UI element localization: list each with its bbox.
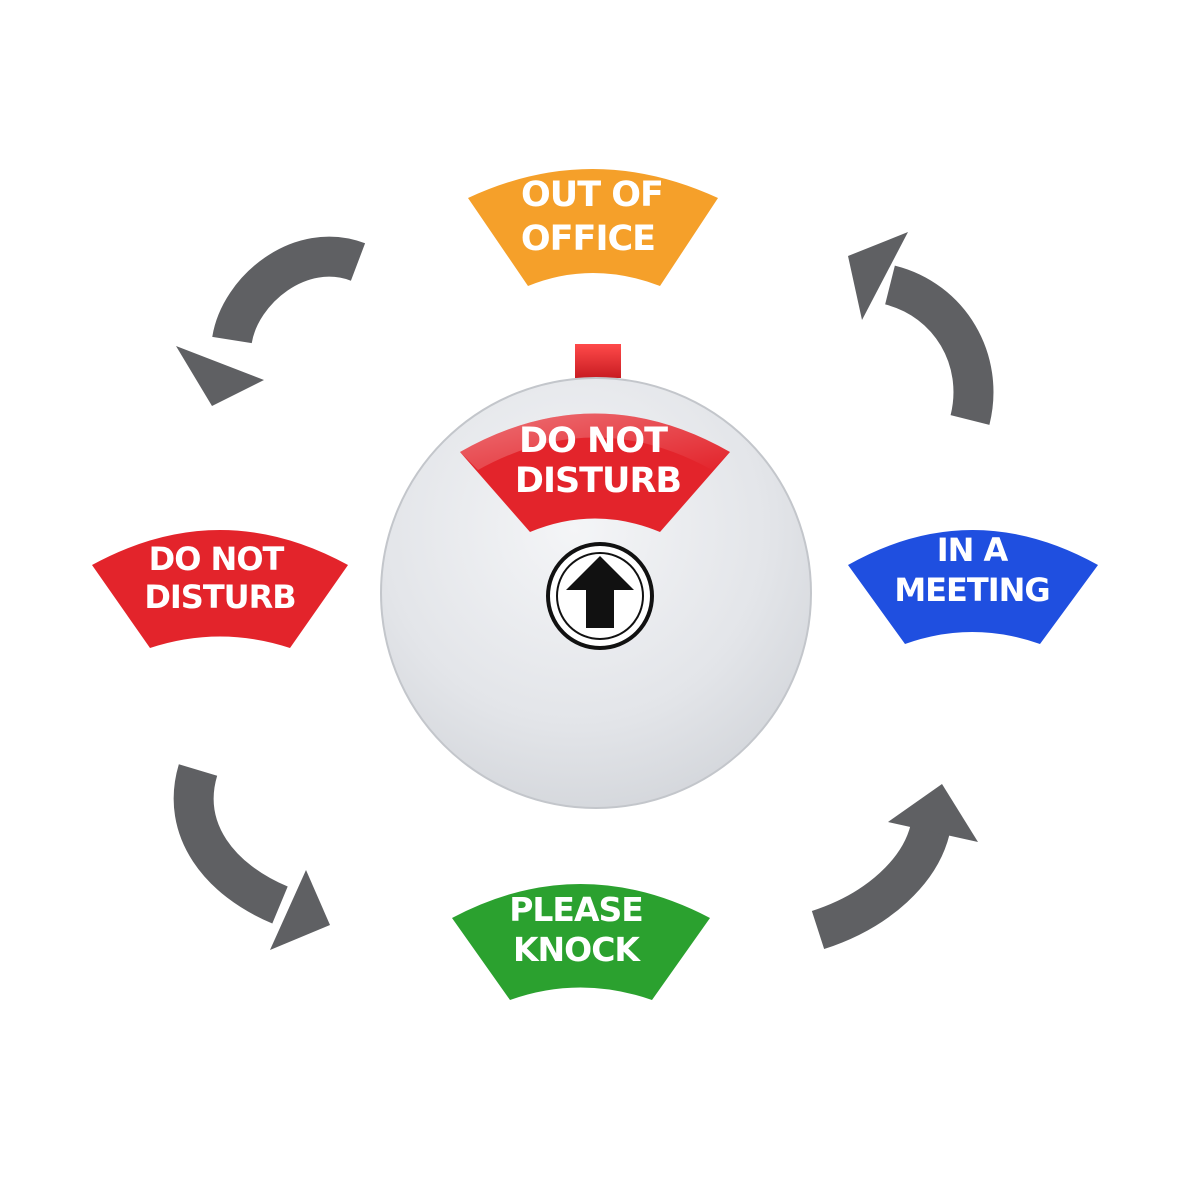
curved-arrow-icon <box>173 764 330 950</box>
status-dial[interactable]: DO NOT DISTURB <box>380 344 812 809</box>
status-label-please-knock: PLEASE KNOCK <box>452 884 710 1000</box>
label-line-1: DO NOT <box>149 540 285 578</box>
label-line-2: OFFICE <box>521 219 655 259</box>
curved-arrow-icon <box>176 236 366 406</box>
label-line-1: IN A <box>937 531 1009 569</box>
status-label-in-a-meeting: IN A MEETING <box>848 530 1098 644</box>
status-label-do-not-disturb: DO NOT DISTURB <box>92 530 348 648</box>
curved-arrow-icon <box>811 784 978 950</box>
label-line-1: PLEASE <box>509 890 643 929</box>
curved-arrow-icon <box>848 232 994 425</box>
dial-window-line-1: DO NOT <box>519 421 668 461</box>
label-shape <box>468 169 718 286</box>
label-line-2: KNOCK <box>513 930 641 969</box>
label-shape <box>848 530 1098 644</box>
label-line-1: OUT OF <box>521 175 663 215</box>
dial-window-line-2: DISTURB <box>515 461 681 501</box>
dial-window: DO NOT DISTURB <box>460 413 730 532</box>
arrow-up-icon <box>546 542 654 650</box>
status-label-out-of-office: OUT OF OFFICE <box>468 169 718 286</box>
label-shape <box>92 530 348 648</box>
dial-tab[interactable] <box>575 344 621 378</box>
label-line-2: MEETING <box>894 571 1049 609</box>
label-shape <box>452 884 710 1000</box>
label-line-2: DISTURB <box>144 578 295 616</box>
